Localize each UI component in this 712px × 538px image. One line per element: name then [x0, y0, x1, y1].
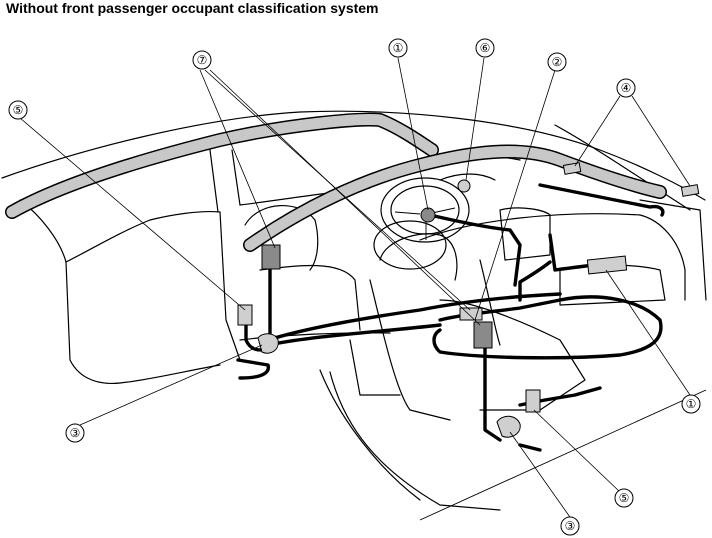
crash-zone-sensor-left	[562, 162, 582, 175]
side-impact-sensor-front	[525, 389, 541, 413]
callout-2: ②	[547, 52, 567, 72]
svg-text:⑤: ⑤	[619, 491, 630, 505]
svg-text:②: ②	[552, 55, 563, 69]
callout-3-left: ③	[65, 423, 85, 443]
callout-6: ⑥	[475, 38, 495, 58]
passenger-airbag-module	[457, 179, 471, 193]
svg-text:①: ①	[393, 41, 404, 55]
callout-5-bottom: ⑤	[614, 488, 634, 508]
curtain-airbag-modules	[5, 112, 667, 252]
diagram-title: Without front passenger occupant classif…	[6, 0, 379, 16]
svg-text:③: ③	[565, 519, 576, 533]
components	[237, 162, 700, 438]
pretensioner-rear	[257, 333, 279, 354]
driver-airbag-module	[420, 207, 436, 223]
callout-7: ⑦	[192, 50, 212, 70]
side-air-bag-sensor-rear	[261, 244, 281, 270]
svg-text:①: ①	[686, 397, 697, 411]
svg-text:⑦: ⑦	[197, 53, 208, 67]
svg-text:⑥: ⑥	[480, 41, 491, 55]
side-air-bag-sensor-mid	[459, 307, 483, 321]
callout-4: ④	[616, 78, 636, 98]
pretensioner-front	[496, 415, 521, 438]
side-air-bag-sensor-front	[473, 321, 493, 349]
callout-1-top: ①	[388, 38, 408, 58]
callout-5-left: ⑤	[8, 100, 28, 120]
svg-text:⑤: ⑤	[13, 103, 24, 117]
wiring-harness	[236, 183, 665, 452]
callout-3-bottom: ③	[560, 516, 580, 536]
svg-text:④: ④	[621, 81, 632, 95]
callout-1-bottom: ①	[681, 394, 701, 414]
side-impact-sensor-rear	[237, 304, 253, 326]
leader-lines	[19, 57, 691, 521]
crash-zone-sensor-right	[680, 184, 700, 197]
svg-text:③: ③	[70, 426, 81, 440]
